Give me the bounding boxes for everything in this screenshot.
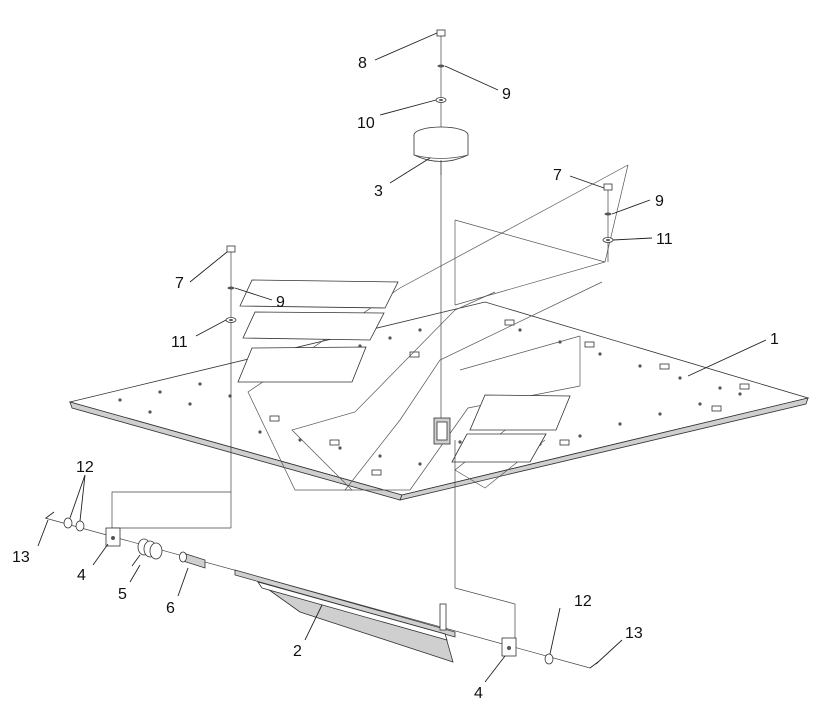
callout-9-left: 9	[276, 294, 285, 311]
callout-12-left: 12	[76, 459, 94, 476]
callout-1: 1	[770, 331, 779, 348]
callout-9-right: 9	[655, 193, 664, 210]
callout-8: 8	[358, 55, 367, 72]
callout-12-right: 12	[574, 593, 592, 610]
callout-6: 6	[166, 600, 175, 617]
dome-cap	[413, 126, 469, 175]
callout-13-right: 13	[625, 625, 643, 642]
torsion-spring	[131, 538, 163, 567]
bushing	[179, 551, 206, 569]
callout-leaders	[37, 32, 767, 683]
assembly-routing-lines	[111, 440, 516, 640]
callout-11-left: 11	[171, 334, 188, 351]
base-plate	[68, 301, 810, 501]
hinge-assembly	[44, 511, 599, 669]
callout-labels: 8 9 10 3 7 9 11 7 9 11 1 12 13 4 5 6 2 1…	[12, 55, 779, 702]
callout-13-left: 13	[12, 549, 30, 566]
right-fastener-stack	[602, 183, 614, 262]
left-fastener-stack	[225, 245, 237, 528]
callout-5: 5	[118, 586, 127, 603]
callout-4-left: 4	[77, 567, 86, 584]
callout-9-top: 9	[502, 86, 511, 103]
callout-10: 10	[357, 115, 375, 132]
hinged-flap	[257, 581, 454, 663]
callout-4-right: 4	[474, 685, 483, 702]
panel-inserts	[237, 279, 571, 463]
callout-2: 2	[293, 643, 302, 660]
callout-7-right: 7	[553, 167, 562, 184]
callout-7-left: 7	[175, 275, 184, 292]
callout-11-right: 11	[656, 231, 673, 248]
callout-3: 3	[374, 183, 383, 200]
